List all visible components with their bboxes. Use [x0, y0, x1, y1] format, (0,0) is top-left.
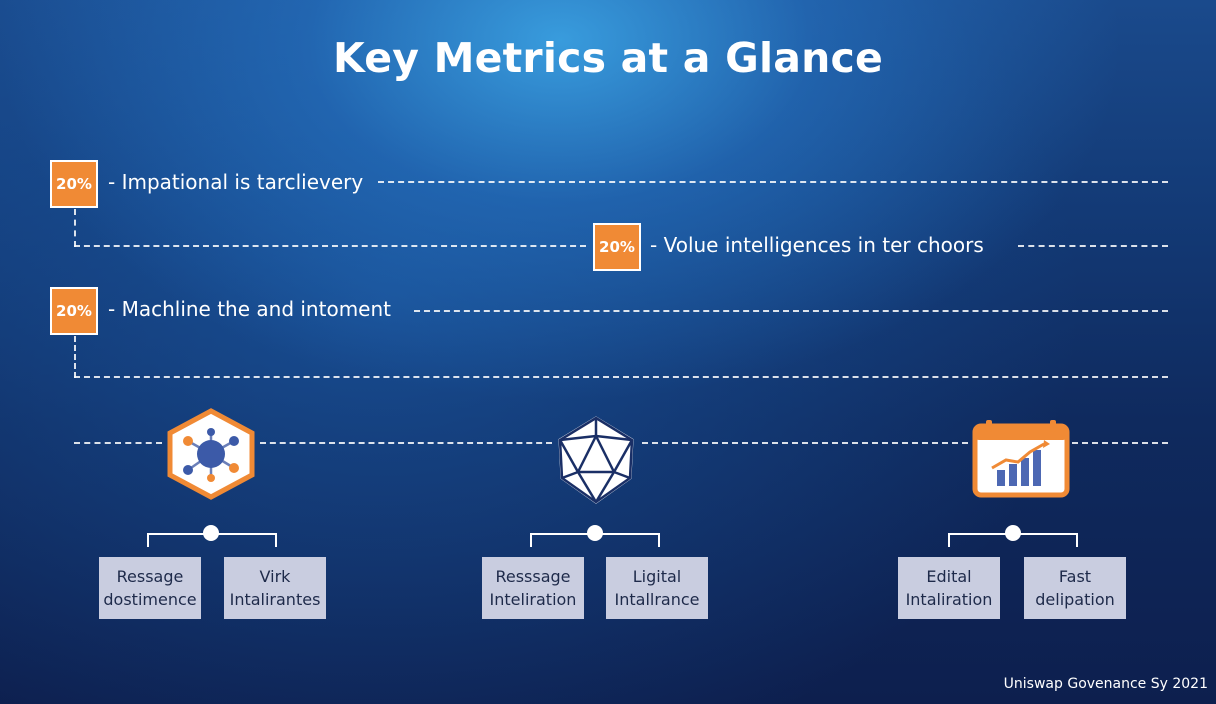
card-line: dostimence [103, 590, 197, 609]
card-line: Intaliration [905, 590, 993, 609]
metric-badge-2: 20% [593, 223, 641, 271]
network-hexagon-icon [164, 408, 258, 500]
card-line: Edital [926, 567, 972, 586]
polyhedron-icon [552, 414, 640, 506]
metric-label-2: - Volue intelligences in ter choors [650, 233, 984, 257]
connector-vline-2 [74, 336, 76, 378]
card-line: Resssage [495, 567, 571, 586]
icon-row-line-d [1072, 442, 1168, 444]
group-3-card-2: Fast delipation [1024, 557, 1126, 619]
group-3-card-1: Edital Intaliration [898, 557, 1000, 619]
group-1-card-2: Virk Intalirantes [224, 557, 326, 619]
connector-line-2b [1018, 245, 1168, 247]
icon-row-line-a [74, 442, 162, 444]
card-line: Inteliration [489, 590, 577, 609]
metric-label-2-text: Volue intelligences in ter choors [663, 233, 984, 257]
card-line: Ligital [632, 567, 682, 586]
page-title: Key Metrics at a Glance [332, 34, 884, 82]
card-line: Intalirantes [229, 590, 321, 609]
calendar-chart-icon [972, 418, 1070, 498]
metric-badge-3: 20% [50, 287, 98, 335]
group-2-node [587, 525, 603, 541]
card-line: Virk [259, 567, 291, 586]
card-line: Intallrance [614, 590, 700, 609]
card-line: Ressage [116, 567, 184, 586]
metric-label-3-text: Machline the and intoment [121, 297, 391, 321]
footer-caption: Uniswap Govenance Sy 2021 [1003, 676, 1208, 692]
card-line: delipation [1035, 590, 1115, 609]
connector-line-1 [378, 181, 1168, 183]
metric-badge-1: 20% [50, 160, 98, 208]
icon-row-line-b [260, 442, 552, 444]
group-2-card-2: Ligital Intallrance [606, 557, 708, 619]
group-3-node [1005, 525, 1021, 541]
card-line: Fast [1058, 567, 1092, 586]
connector-line-4 [74, 376, 1168, 378]
connector-line-3 [414, 310, 1168, 312]
connector-vline-1 [74, 209, 76, 247]
group-1-node [203, 525, 219, 541]
metric-label-3: - Machline the and intoment [108, 297, 391, 321]
icon-row-line-c [642, 442, 968, 444]
metric-label-1: - Impational is tarclievery [108, 170, 364, 194]
connector-line-2a [74, 245, 586, 247]
group-2-card-1: Resssage Inteliration [482, 557, 584, 619]
metric-label-1-text: Impational is tarclievery [121, 170, 364, 194]
group-1-card-1: Ressage dostimence [99, 557, 201, 619]
